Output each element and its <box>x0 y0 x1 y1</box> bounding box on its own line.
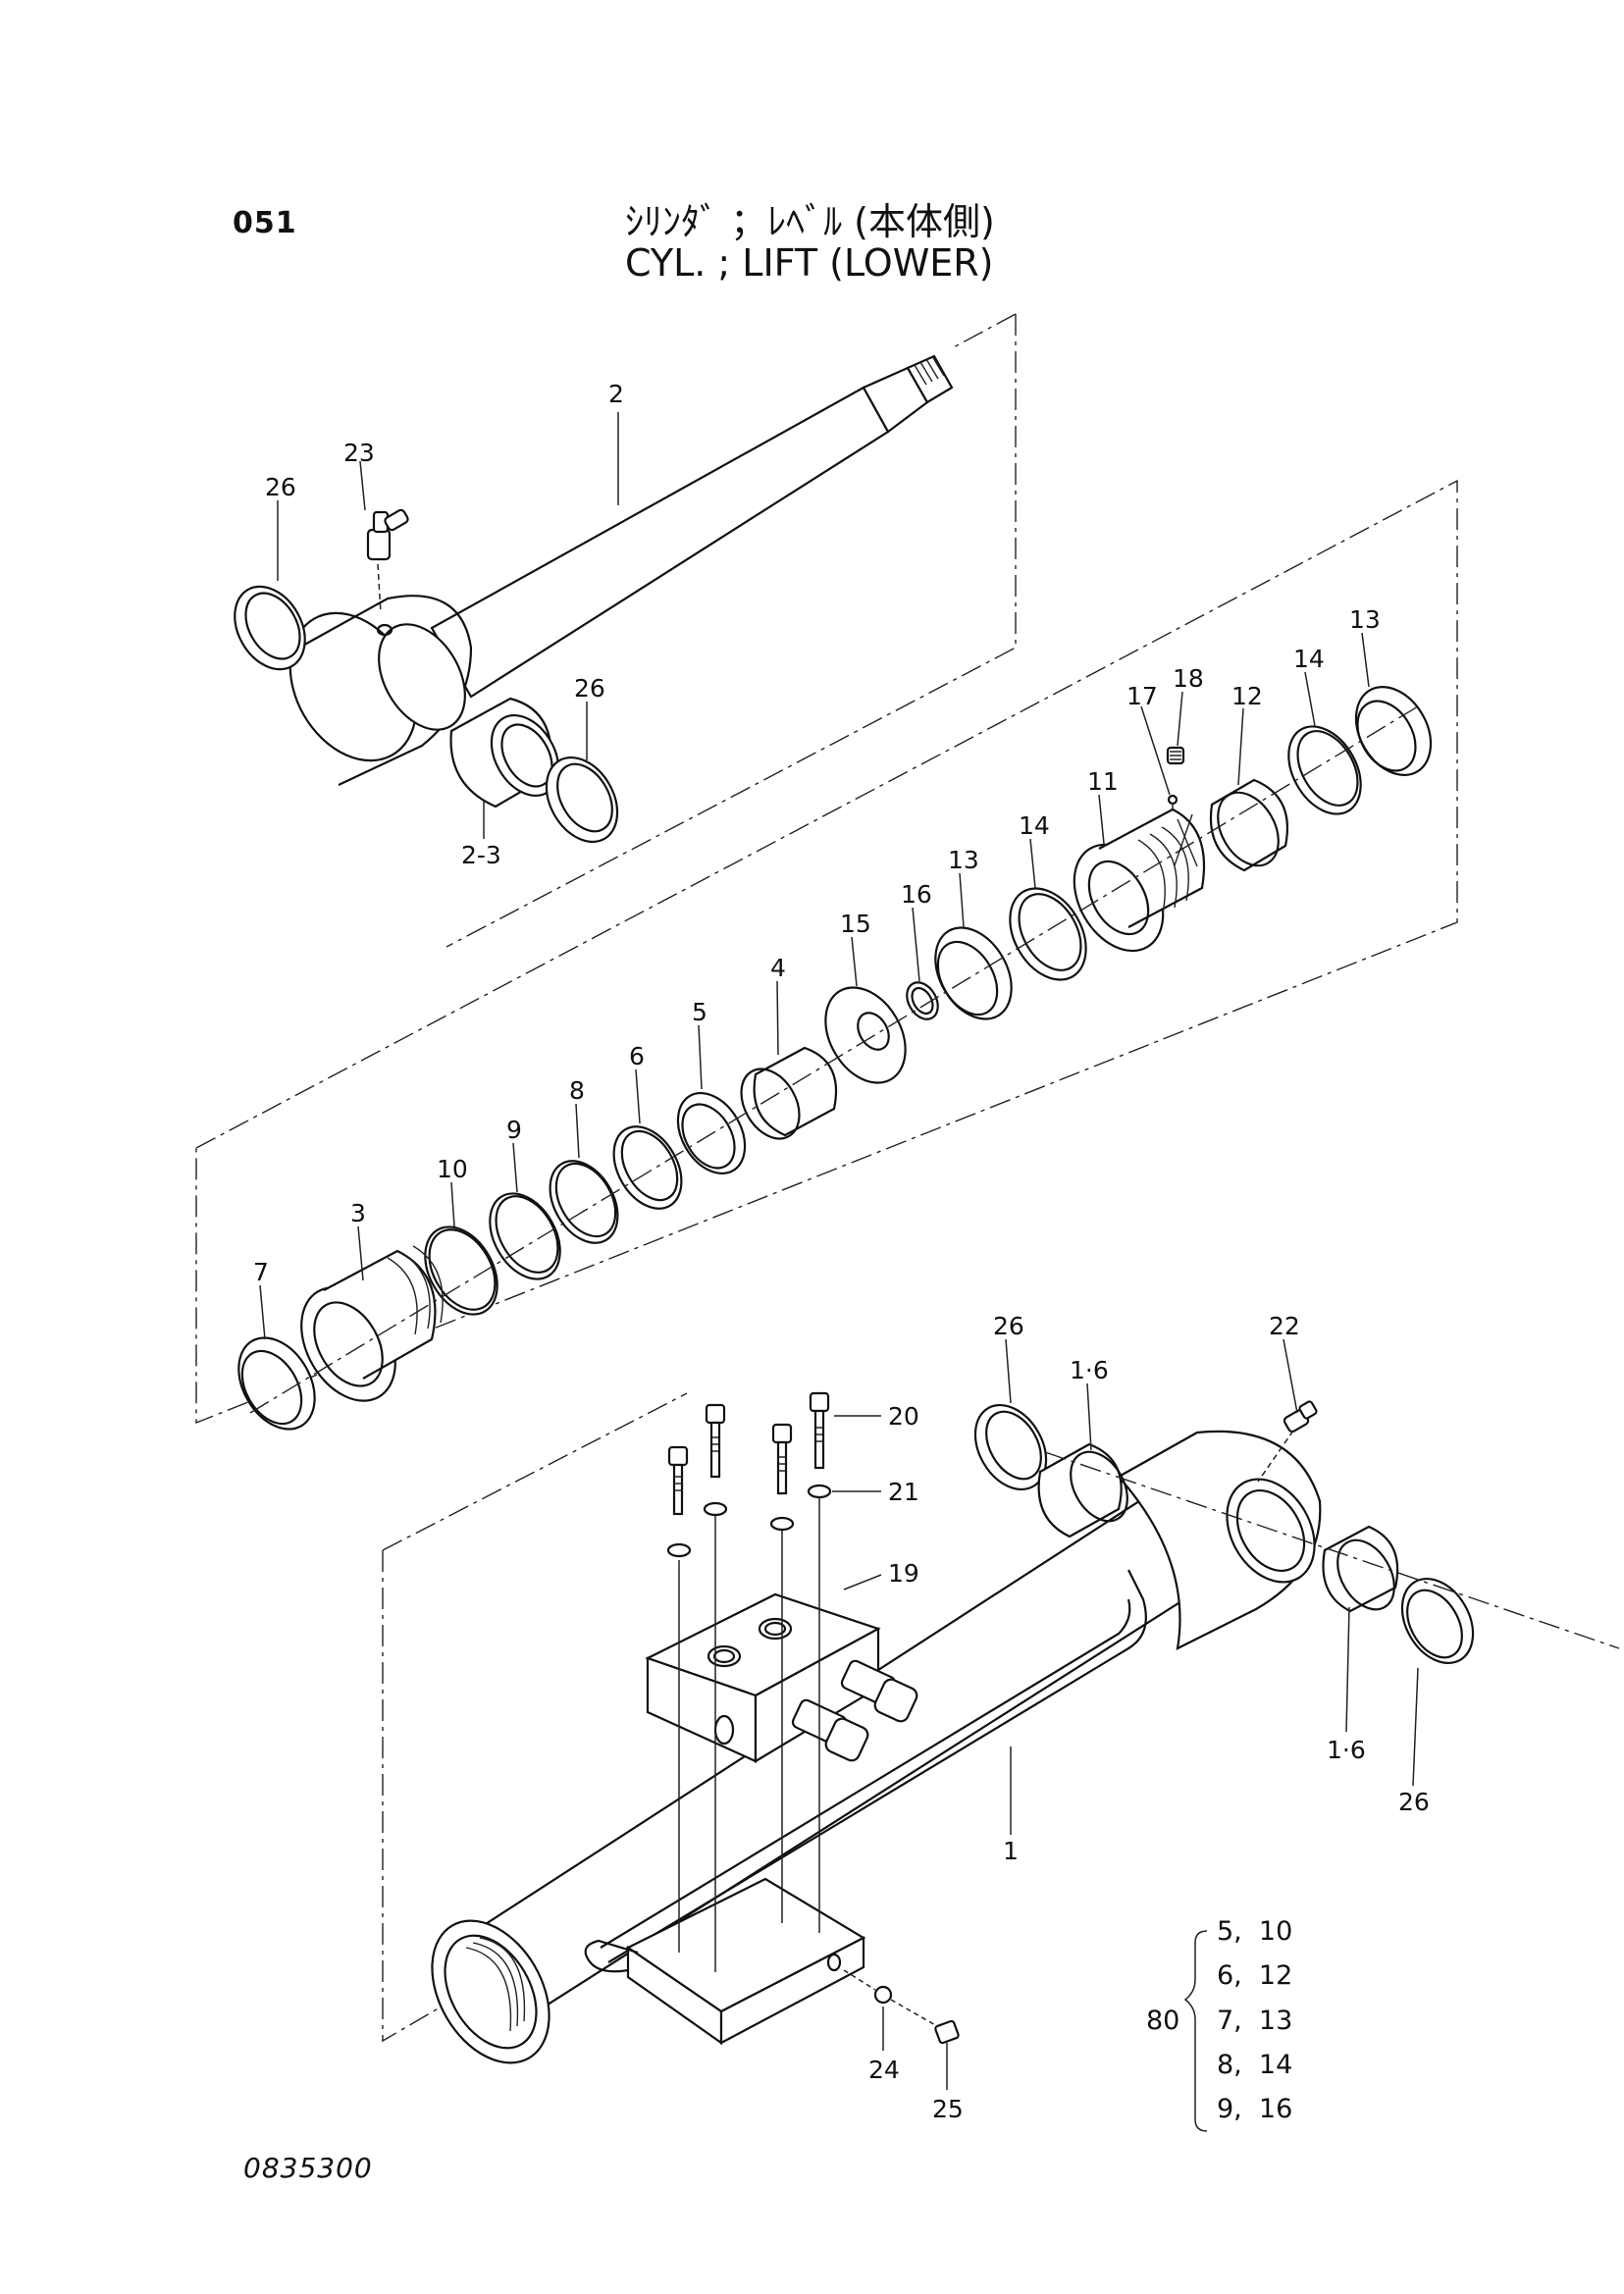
callout-1-6-left: 1·6 <box>1070 1356 1109 1384</box>
piston-axis-line <box>249 705 1419 1414</box>
callout-21: 21 <box>888 1478 919 1506</box>
callout-25: 25 <box>932 2095 964 2123</box>
dust-seal-7 <box>237 1336 316 1431</box>
rod-group-frame-top <box>951 313 1017 349</box>
kit-row-4: 8, 14 <box>1217 2050 1293 2080</box>
bushing-4 <box>740 1046 838 1140</box>
plug-25 <box>890 1999 960 2045</box>
ring-6 <box>612 1125 683 1210</box>
callout-26-rod-left: 26 <box>265 473 296 501</box>
dust-seal-26-body-right <box>1400 1577 1475 1665</box>
set-screw-18 <box>1166 746 1185 765</box>
cylinder-head-3 <box>300 1245 444 1402</box>
callout-7: 7 <box>253 1258 269 1286</box>
piston-group-frame <box>195 479 1458 1425</box>
callout-6: 6 <box>629 1042 645 1070</box>
title-japanese: ｼﾘﾝﾀﾞ ；ﾚﾍﾞﾙ (本体側) <box>625 200 995 243</box>
drawing-number: 0835300 <box>243 2152 373 2184</box>
page-code: 051 <box>233 206 297 240</box>
callout-24: 24 <box>868 2056 900 2084</box>
hydraulic-pipe-inner <box>600 1598 1131 1949</box>
piston-rod <box>288 354 954 786</box>
kit-row-2: 6, 12 <box>1217 1960 1293 1991</box>
backup-ring-8 <box>549 1160 619 1244</box>
callout-9: 9 <box>506 1116 522 1144</box>
wear-ring-12 <box>1209 778 1289 872</box>
callout-12: 12 <box>1231 682 1263 710</box>
callout-26-rod-right: 26 <box>574 674 605 703</box>
dust-seal-26-rod-right <box>545 756 619 844</box>
bushing-1-6-right <box>1322 1525 1399 1613</box>
callout-20: 20 <box>888 1402 919 1431</box>
kit-row-5: 9, 16 <box>1217 2094 1293 2124</box>
callout-15: 15 <box>840 910 871 938</box>
cylinder-tube-1 <box>431 1430 1322 2064</box>
steel-ball-17 <box>1167 794 1179 844</box>
grease-nipple-23 <box>366 508 409 614</box>
hydraulic-pipe <box>607 1569 1147 1963</box>
body-eye-axis-line <box>1044 1451 1620 1649</box>
callout-14-middle: 14 <box>1019 811 1050 840</box>
seal-13-right <box>1354 685 1433 777</box>
callout-26-body-right: 26 <box>1398 1788 1430 1816</box>
valve-block-19 <box>645 1592 918 1763</box>
callout-22: 22 <box>1269 1312 1300 1340</box>
callout-leaders <box>259 412 1419 2090</box>
callout-16: 16 <box>901 880 932 909</box>
socket-bolts-20 <box>667 1391 830 1516</box>
body-group-frame-top <box>382 1392 688 1551</box>
callout-13-right: 13 <box>1349 605 1381 634</box>
callout-14-right: 14 <box>1293 645 1325 673</box>
backup-ring-10 <box>424 1225 498 1316</box>
callout-11: 11 <box>1087 767 1119 796</box>
callout-5: 5 <box>692 998 707 1026</box>
o-ring-16 <box>906 981 939 1020</box>
callout-4: 4 <box>770 954 786 982</box>
steel-ball-24 <box>843 1969 893 2005</box>
kit-brace <box>1183 1930 1208 2132</box>
bushing-2-3 <box>449 697 560 808</box>
bolt-leaders <box>678 1498 820 1972</box>
callout-26-body-left: 26 <box>993 1312 1024 1340</box>
callout-1: 1 <box>1003 1837 1019 1865</box>
ring-14-middle <box>1009 887 1087 981</box>
ring-14-right <box>1287 725 1362 815</box>
rod-group-frame <box>445 314 1017 948</box>
callout-23: 23 <box>343 439 375 467</box>
callout-18: 18 <box>1173 664 1204 693</box>
dust-seal-26-body-left <box>973 1403 1048 1491</box>
callout-2-3: 2-3 <box>461 841 501 869</box>
washer-15 <box>824 986 907 1084</box>
title-english: CYL. ; LIFT (LOWER) <box>625 241 994 285</box>
callout-10: 10 <box>437 1155 468 1183</box>
bushing-1-6-left <box>1037 1442 1128 1538</box>
kit-row-3: 7, 13 <box>1217 2006 1293 2036</box>
kit-row-1: 5, 10 <box>1217 1916 1293 1947</box>
callout-labels: 2 23 26 26 2-3 13 14 18 17 12 11 14 13 1… <box>253 380 1430 2123</box>
bottom-mount-block <box>584 1877 866 2046</box>
callout-3: 3 <box>350 1199 366 1227</box>
dust-seal-26-rod-left <box>234 585 306 671</box>
kit-number: 80 <box>1146 2006 1180 2036</box>
callout-13-middle: 13 <box>948 846 979 874</box>
callout-2: 2 <box>608 380 624 408</box>
callout-19: 19 <box>888 1559 919 1588</box>
callout-8: 8 <box>569 1076 585 1105</box>
callout-1-6-right: 1·6 <box>1327 1736 1366 1764</box>
washers-21 <box>666 1484 832 1558</box>
grease-nipple-22 <box>1257 1400 1318 1483</box>
callout-17: 17 <box>1126 682 1158 710</box>
